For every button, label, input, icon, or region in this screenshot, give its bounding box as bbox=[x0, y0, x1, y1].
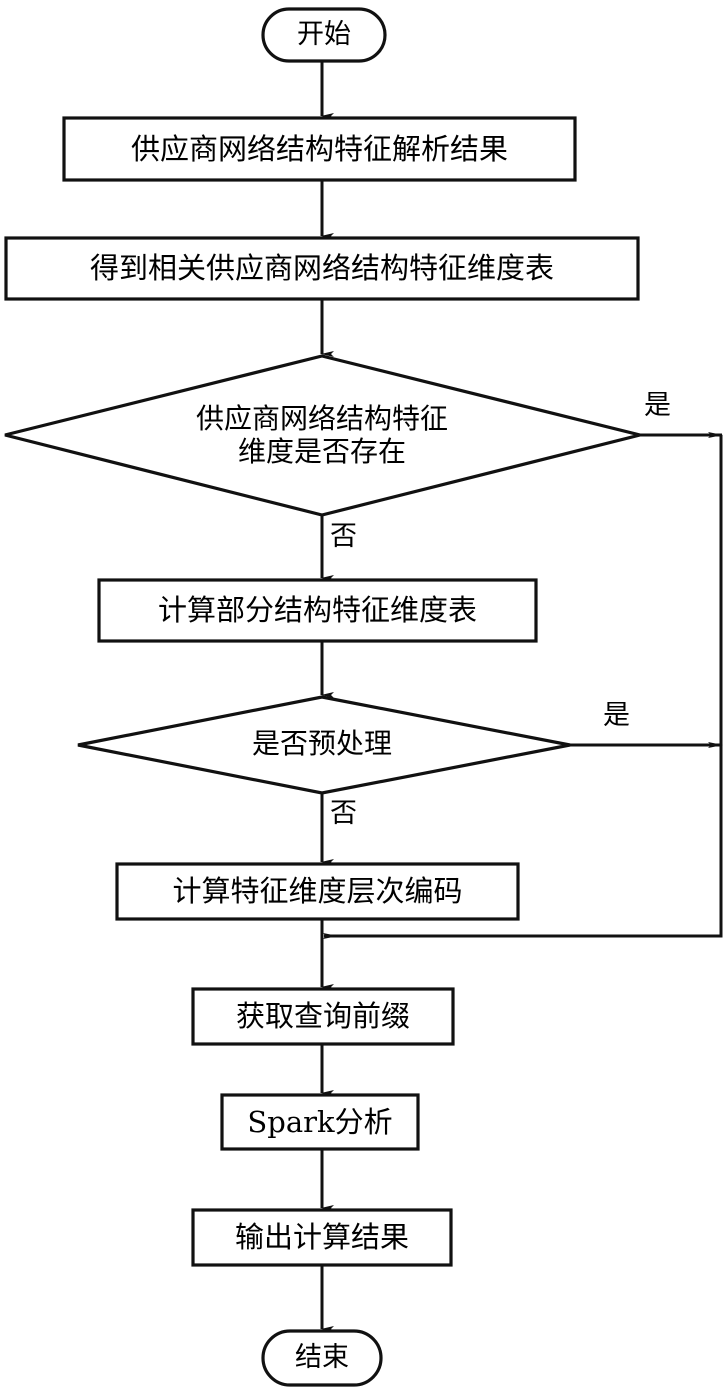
node-shape-decision-dimension-exists bbox=[4, 354, 641, 517]
node-shape-partial-dimension-table bbox=[97, 578, 538, 643]
edge-label-dimension-yes: 是 bbox=[644, 390, 671, 421]
edge-yes-return-path bbox=[323, 435, 723, 939]
node-shape-end bbox=[261, 1329, 383, 1387]
node-shape-start bbox=[261, 7, 387, 63]
node-shape-output-result bbox=[191, 1208, 453, 1267]
edge-label-dimension-no: 否 bbox=[330, 521, 357, 552]
node-shape-parse-result bbox=[62, 116, 577, 182]
node-shape-dimension-table bbox=[4, 236, 640, 301]
edge-label-preprocess-yes: 是 bbox=[603, 700, 630, 731]
node-shape-level-encoding bbox=[115, 862, 520, 921]
edge-label-preprocess-no: 否 bbox=[330, 798, 357, 829]
node-shape-decision-preprocess bbox=[77, 695, 571, 795]
node-shape-spark-analysis bbox=[220, 1093, 420, 1151]
node-shape-query-prefix bbox=[191, 987, 455, 1046]
